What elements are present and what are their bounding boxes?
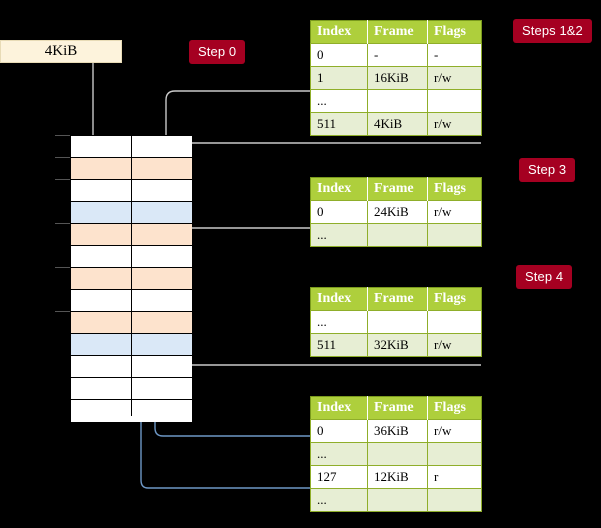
table-cell-flags: r/w	[427, 419, 482, 443]
column-header-index: Index	[310, 177, 368, 201]
table-cell-index: ...	[310, 223, 368, 247]
column-header-flags: Flags	[427, 177, 482, 201]
table-cell-frame	[367, 488, 428, 512]
table-row[interactable]: 0--	[310, 43, 482, 67]
column-header-index: Index	[310, 396, 368, 420]
column-header-index: Index	[310, 287, 368, 311]
table-cell-index: ...	[310, 442, 368, 466]
table-cell-index: 0	[310, 200, 368, 224]
memory-block-divider	[131, 136, 132, 416]
table-cell-index: ...	[310, 310, 368, 334]
table-cell-frame	[367, 310, 428, 334]
column-header-flags: Flags	[427, 20, 482, 44]
physical-memory-block	[70, 135, 192, 422]
table-cell-flags	[427, 488, 482, 512]
step-badge-step3: Step 3	[519, 158, 576, 182]
column-header-index: Index	[310, 20, 368, 44]
column-header-frame: Frame	[367, 177, 428, 201]
table-cell-flags: -	[427, 43, 482, 67]
step-badge-step0: Step 0	[189, 40, 246, 64]
table-cell-flags: r/w	[427, 112, 482, 136]
table-cell-index: 511	[310, 333, 368, 357]
page-box-4kib: 4KiB	[0, 40, 122, 63]
table-cell-frame: 4KiB	[367, 112, 428, 136]
table-cell-index: 0	[310, 43, 368, 67]
table-cell-frame: 36KiB	[367, 419, 428, 443]
table-cell-index: 0	[310, 419, 368, 443]
table-row[interactable]: ...	[310, 442, 482, 466]
table-row[interactable]: ...	[310, 488, 482, 512]
table-cell-flags: r/w	[427, 66, 482, 90]
table-cell-frame: 24KiB	[367, 200, 428, 224]
table-cell-frame	[367, 442, 428, 466]
column-header-frame: Frame	[367, 396, 428, 420]
frame-tick	[55, 223, 70, 224]
table-row[interactable]: ...	[310, 89, 482, 113]
step-badge-step4: Step 4	[516, 265, 573, 289]
table-cell-frame: 16KiB	[367, 66, 428, 90]
table-cell-frame: -	[367, 43, 428, 67]
column-header-frame: Frame	[367, 20, 428, 44]
frame-tick	[55, 157, 70, 158]
line-level4-511-to-frame	[177, 142, 481, 160]
table-cell-frame: 12KiB	[367, 465, 428, 489]
table-cell-flags: r/w	[427, 200, 482, 224]
frame-tick	[55, 135, 70, 136]
table-row[interactable]: ...	[310, 310, 482, 334]
table-cell-flags: r/w	[427, 333, 482, 357]
frame-tick	[55, 311, 70, 312]
step-badge-steps12: Steps 1&2	[513, 19, 592, 43]
table-cell-index: 127	[310, 465, 368, 489]
table-cell-frame	[367, 89, 428, 113]
column-header-flags: Flags	[427, 287, 482, 311]
table-cell-frame	[367, 223, 428, 247]
column-header-frame: Frame	[367, 287, 428, 311]
column-header-flags: Flags	[427, 396, 482, 420]
table-cell-flags	[427, 223, 482, 247]
table-cell-flags	[427, 442, 482, 466]
table-cell-flags	[427, 310, 482, 334]
table-cell-index: ...	[310, 89, 368, 113]
table-cell-index: 511	[310, 112, 368, 136]
table-cell-index: 1	[310, 66, 368, 90]
table-cell-index: ...	[310, 488, 368, 512]
table-cell-frame: 32KiB	[367, 333, 428, 357]
table-row[interactable]: ...	[310, 223, 482, 247]
table-cell-flags	[427, 89, 482, 113]
frame-tick	[55, 267, 70, 268]
table-cell-flags: r	[427, 465, 482, 489]
frame-tick	[55, 179, 70, 180]
